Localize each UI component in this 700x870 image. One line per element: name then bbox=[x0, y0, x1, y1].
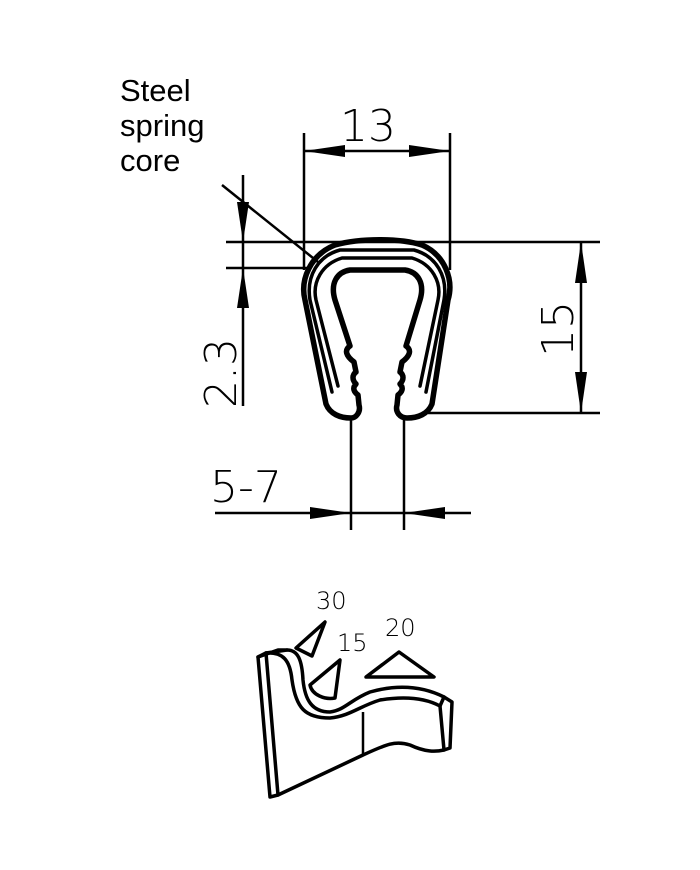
callout-line-3: core bbox=[120, 143, 180, 178]
angle-marker-15 bbox=[308, 658, 342, 701]
dimension-value-2-3: 2.3 bbox=[196, 338, 247, 408]
arrowhead-right bbox=[409, 145, 450, 157]
callout-line-2: spring bbox=[120, 108, 204, 143]
steel-core-inner bbox=[307, 248, 447, 394]
body-web bbox=[276, 741, 446, 797]
end-face bbox=[438, 695, 454, 752]
dimension-width-13: 13 bbox=[302, 101, 452, 270]
arrowhead-left bbox=[304, 145, 345, 157]
dimension-core-2-3: 2.3 bbox=[196, 175, 249, 408]
curl-top bbox=[285, 648, 446, 714]
dimension-value-15: 15 bbox=[533, 301, 584, 357]
steel-spring-core-callout: Steel spring core bbox=[120, 73, 319, 263]
arrowhead-top bbox=[575, 242, 587, 283]
dimension-grip-5-7: 5-7 bbox=[210, 418, 471, 530]
front-post bbox=[256, 651, 280, 799]
arrowhead-right bbox=[404, 507, 445, 519]
u-profile-cross-section bbox=[301, 237, 453, 421]
dimension-value-5-7: 5-7 bbox=[210, 462, 282, 513]
arrowhead-left bbox=[310, 507, 351, 519]
profile-outer-contour bbox=[301, 237, 453, 421]
isometric-detail-view: 30 15 20 bbox=[256, 587, 454, 799]
dimension-value-13: 13 bbox=[340, 101, 396, 152]
steel-core-left bbox=[313, 256, 441, 388]
angle-marker-20 bbox=[364, 650, 436, 679]
angle-label-30: 30 bbox=[316, 587, 347, 615]
angle-label-20: 20 bbox=[385, 614, 416, 642]
arrowhead-bottom bbox=[237, 268, 249, 308]
angle-label-15: 15 bbox=[337, 629, 368, 657]
angle-marker-30 bbox=[294, 620, 327, 658]
arrowhead-top bbox=[237, 202, 249, 242]
curl-bottom bbox=[264, 651, 442, 720]
dimension-height-15: 15 bbox=[533, 242, 587, 413]
arrowhead-bottom bbox=[575, 372, 587, 413]
callout-line-1: Steel bbox=[120, 73, 191, 108]
callout-leader-line bbox=[221, 184, 319, 263]
